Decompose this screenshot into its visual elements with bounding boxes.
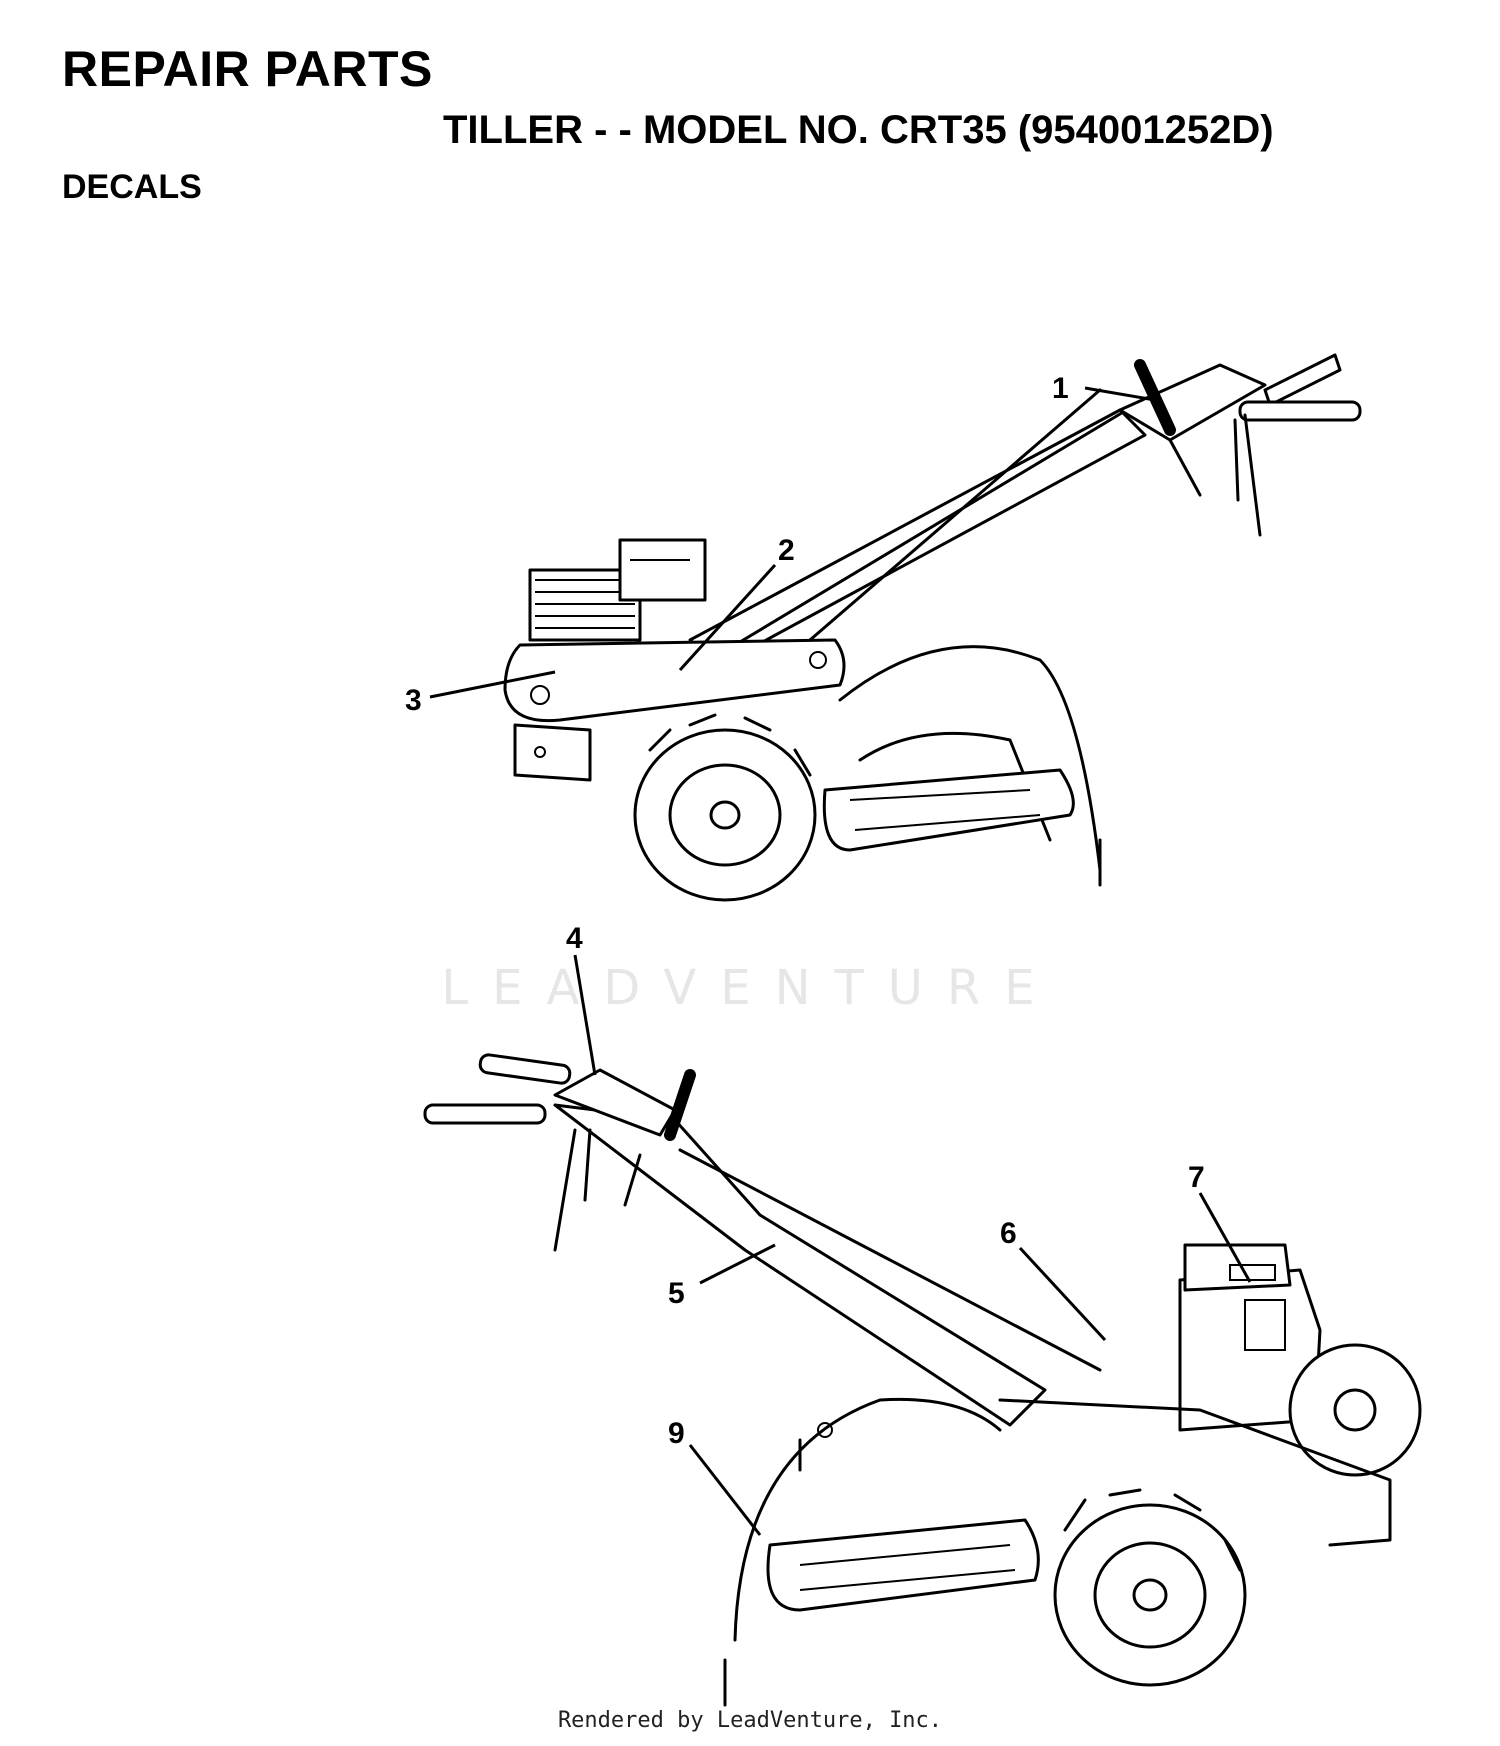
callout-leaders <box>429 386 1252 1536</box>
callout-9: 9 <box>668 1417 685 1450</box>
grip-lower <box>1238 400 1362 422</box>
callout-3: 3 <box>405 684 422 717</box>
handle-crossbar <box>1118 363 1267 442</box>
grip-upper <box>1263 353 1342 407</box>
leader-1 <box>1084 386 1156 402</box>
leader-7 <box>1198 1192 1252 1283</box>
page-title: REPAIR PARTS <box>62 41 433 97</box>
tine-hood <box>838 645 1102 872</box>
leader-9 <box>688 1444 762 1536</box>
section-title: DECALS <box>62 168 202 206</box>
front-bracket <box>513 723 592 782</box>
handle-bar-upper <box>688 408 1147 667</box>
shift-lever <box>1134 359 1176 436</box>
leader-2 <box>678 563 777 672</box>
leader-5 <box>699 1243 776 1285</box>
air-cleaner <box>618 538 707 602</box>
fuel-tank <box>1183 1243 1292 1292</box>
leader-3 <box>429 670 556 699</box>
leader-4 <box>573 954 597 1076</box>
side-shield <box>822 768 1075 852</box>
callout-7: 7 <box>1188 1161 1205 1194</box>
wheel-bottom <box>1053 1503 1247 1687</box>
grip-right <box>423 1103 547 1125</box>
shift-lever-lower <box>664 1069 696 1141</box>
wheel-top <box>633 728 817 902</box>
chassis <box>998 1398 1392 1547</box>
watermark: LEADVENTURE <box>441 960 1059 1016</box>
model-subtitle: TILLER - - MODEL NO. CRT35 (954001252D) <box>443 108 1274 152</box>
tiller-top-view <box>503 353 1362 902</box>
tiller-bottom-view <box>423 1053 1422 1707</box>
tine-hood-lower <box>733 1397 1002 1642</box>
callout-1: 1 <box>1052 372 1069 405</box>
grip-left <box>478 1053 572 1085</box>
callout-6: 6 <box>1000 1217 1017 1250</box>
handle-bar-lower <box>553 1103 1047 1427</box>
callout-labels: 1 2 3 4 5 6 7 9 <box>405 372 1205 1450</box>
callout-4: 4 <box>566 922 583 955</box>
leader-6 <box>1018 1246 1107 1342</box>
callout-5: 5 <box>668 1277 685 1310</box>
recoil-starter <box>1288 1343 1422 1477</box>
callout-2: 2 <box>778 534 795 567</box>
footer-credit: Rendered by LeadVenture, Inc. <box>557 1708 943 1733</box>
belt-cover <box>503 638 846 723</box>
